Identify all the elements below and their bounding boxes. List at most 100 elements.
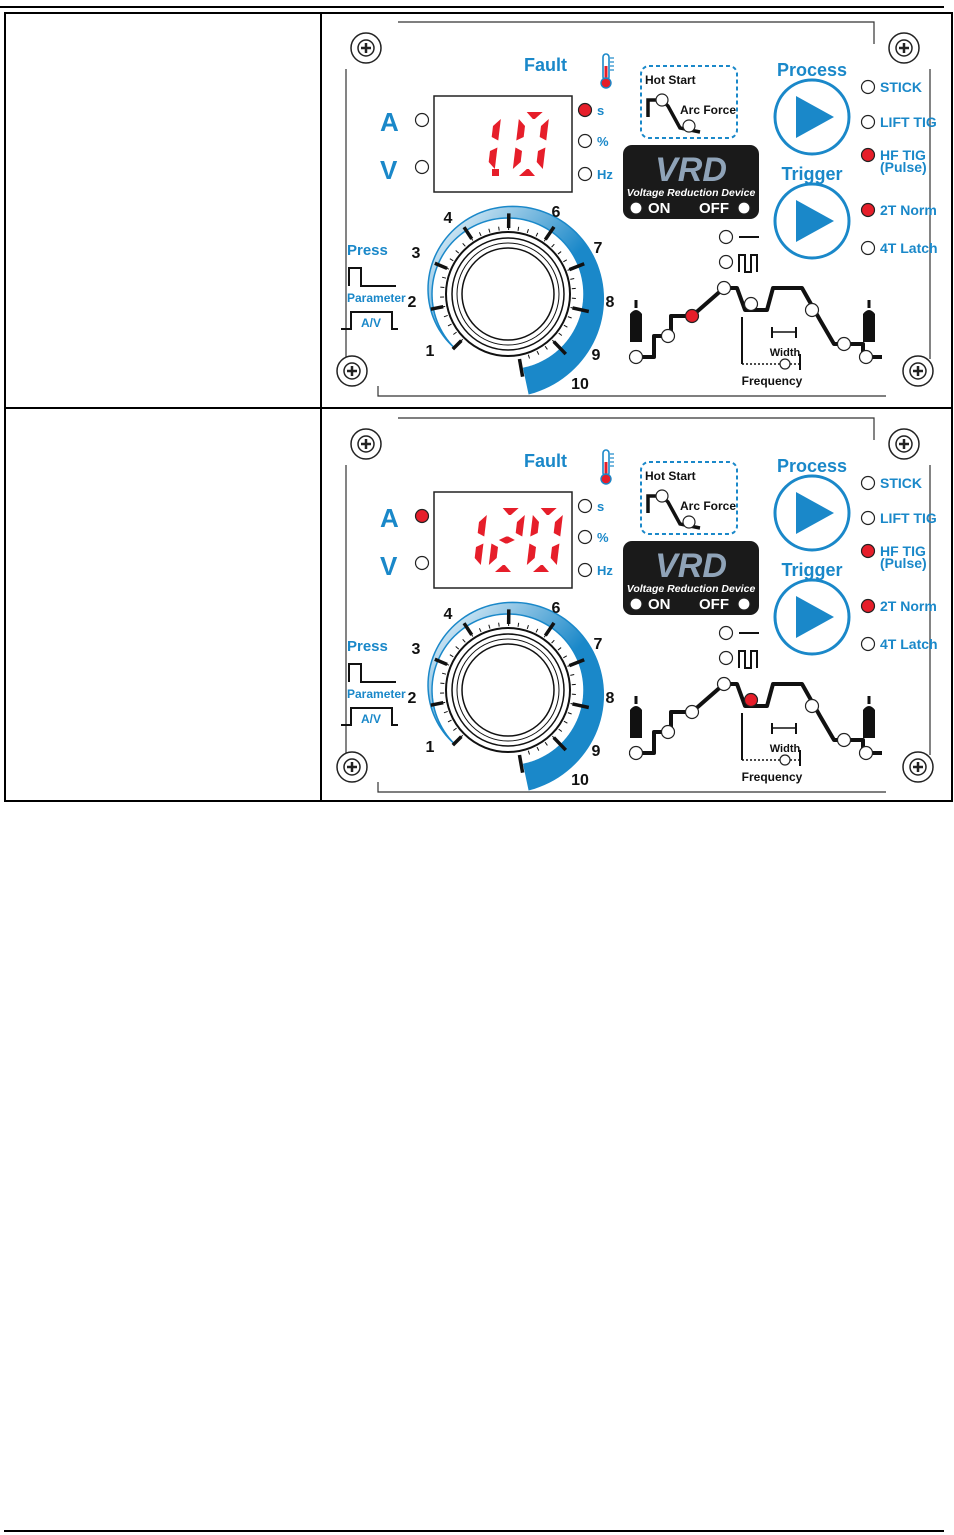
post-flow-gas-icon (863, 696, 875, 738)
display-segment-c (550, 543, 560, 565)
thermometer-mercury (604, 66, 608, 80)
sequence-node-6 (804, 698, 820, 714)
bottle-body (630, 706, 642, 738)
knob-minor-tick (441, 701, 446, 704)
row-divider (6, 407, 951, 409)
volts-label: V (380, 155, 398, 185)
trigger-2t-led (860, 598, 876, 614)
pulse-mode-label: (Pulse) (880, 159, 927, 175)
knob-minor-tick (527, 354, 531, 359)
vrd-subtitle: Voltage Reduction Device (627, 187, 756, 199)
knob-minor-tick (455, 250, 460, 254)
sequence-node-3 (684, 308, 700, 324)
knob-minor-tick (551, 639, 555, 644)
dial-number-4: 4 (444, 210, 453, 227)
knob-minor-tick (570, 307, 575, 309)
bottom-rule (4, 1530, 944, 1532)
av-label: A/V (361, 316, 381, 330)
display-segment-c (536, 147, 546, 169)
dial-number-3: 3 (412, 245, 421, 262)
vrd-background (623, 145, 759, 219)
arc-force-led (682, 119, 696, 133)
display-segment-b (539, 119, 549, 141)
knob-minor-tick (517, 226, 520, 231)
hf-tig-led (860, 543, 876, 559)
knob-minor-tick (535, 232, 539, 237)
hot-start-arc-force-box (640, 461, 738, 535)
knob-minor-tick (443, 710, 448, 714)
knob-minor-tick (543, 633, 547, 638)
trigger-button[interactable] (773, 578, 851, 656)
display-segment-b (553, 515, 563, 537)
dial-number-10: 10 (571, 376, 589, 393)
knob-minor-tick (447, 719, 452, 723)
knob-minor-tick (563, 259, 568, 263)
hot-start-label: Hot Start (645, 73, 696, 87)
display-segment-g (498, 536, 515, 544)
knob-tick (462, 622, 474, 636)
parameter-label: Parameter (347, 687, 406, 701)
frequency-label: Frequency (742, 770, 803, 784)
panel-border-top (398, 417, 875, 440)
bottle-body (630, 310, 642, 342)
bottle-body (863, 706, 875, 738)
sequence-node-2 (660, 328, 676, 344)
trigger-4t-label: 4T Latch (880, 636, 938, 652)
trigger-label: Trigger (781, 560, 842, 580)
knob-minor-tick (536, 746, 540, 751)
hot-start-led (655, 93, 669, 107)
knob-cap[interactable] (461, 247, 555, 341)
knob-minor-tick (449, 258, 454, 262)
knob-minor-tick (567, 664, 572, 667)
play-icon (796, 596, 834, 638)
volts-led (414, 555, 430, 571)
vrd-subtitle: Voltage Reduction Device (627, 583, 756, 595)
trigger-button[interactable] (773, 182, 851, 260)
knob-minor-tick (558, 728, 563, 732)
bottle-valve (634, 696, 638, 704)
stick-label: STICK (880, 475, 922, 491)
frequency-label: Frequency (742, 374, 803, 388)
knob-tick (430, 305, 444, 311)
sequence-node-2 (660, 724, 676, 740)
knob-minor-tick (459, 734, 464, 739)
thermometer-bulb (600, 473, 612, 485)
trigger-label: Trigger (781, 164, 842, 184)
arc-force-label: Arc Force (680, 499, 736, 513)
knob-tick (552, 736, 568, 752)
pre-flow-gas-icon (630, 300, 642, 342)
parameter-knob[interactable] (410, 196, 606, 395)
parameter-knob[interactable] (410, 592, 606, 791)
play-icon (796, 96, 834, 138)
bottle-valve (867, 300, 871, 308)
pulse-icon (738, 254, 758, 273)
process-button[interactable] (773, 474, 851, 552)
hf-tig-label: HF TIG (880, 543, 926, 559)
lift-tig-label: LIFT TIG (880, 510, 937, 526)
stick-led (860, 475, 876, 491)
pre-flow-gas-icon (630, 696, 642, 738)
dial-number-1: 1 (426, 343, 435, 360)
volts-label: V (380, 551, 398, 581)
knob-minor-tick (544, 741, 548, 746)
sequence-node-6 (804, 302, 820, 318)
hf-tig-label: HF TIG (880, 147, 926, 163)
stick-led (860, 79, 876, 95)
trigger-2t-led (860, 202, 876, 218)
dial-number-3: 3 (412, 641, 421, 658)
press-label: Press (347, 638, 388, 655)
play-icon (796, 200, 834, 242)
display-segment-f (530, 515, 539, 537)
knob-tick (517, 358, 525, 378)
vrd-logo: VRD (655, 151, 727, 189)
hertz-label: Hz (597, 167, 613, 182)
dial-number-9: 9 (592, 347, 601, 364)
process-button[interactable] (773, 78, 851, 156)
knob-minor-tick (441, 672, 447, 675)
dial-number-8: 8 (606, 690, 615, 707)
knob-cap[interactable] (461, 643, 555, 737)
